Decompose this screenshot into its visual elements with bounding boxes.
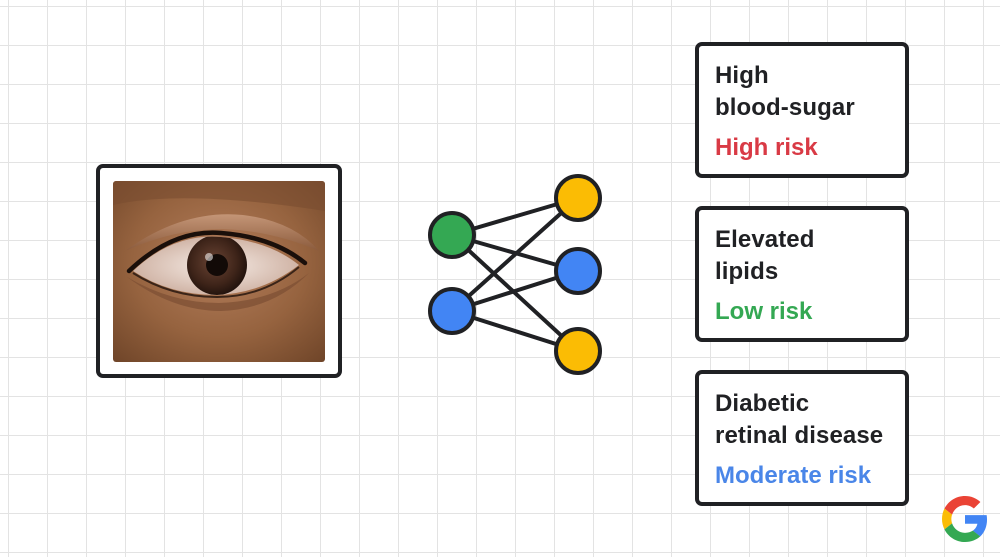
condition-label: lipids: [715, 258, 779, 285]
prediction-card-blood-sugar: High blood-sugar High risk: [695, 42, 909, 178]
risk-level: Moderate risk: [715, 462, 872, 489]
risk-level: Low risk: [715, 298, 813, 325]
neural-network-diagram: [428, 174, 602, 375]
output-node: [554, 247, 602, 295]
input-node: [428, 287, 476, 335]
input-node: [428, 211, 476, 259]
eye-photo: [113, 181, 325, 362]
eye-photo-frame: [96, 164, 342, 378]
network-edge: [450, 196, 580, 313]
output-node: [554, 174, 602, 222]
condition-label: blood-sugar: [715, 94, 855, 121]
google-g-logo: [942, 496, 988, 542]
output-node: [554, 327, 602, 375]
prediction-card-retinal-disease: Diabetic retinal disease Moderate risk: [695, 370, 909, 506]
condition-label: Diabetic: [715, 390, 810, 417]
condition-label: retinal disease: [715, 422, 884, 449]
risk-level: High risk: [715, 134, 818, 161]
prediction-card-lipids: Elevated lipids Low risk: [695, 206, 909, 342]
condition-label: Elevated: [715, 226, 815, 253]
condition-label: High: [715, 62, 769, 89]
